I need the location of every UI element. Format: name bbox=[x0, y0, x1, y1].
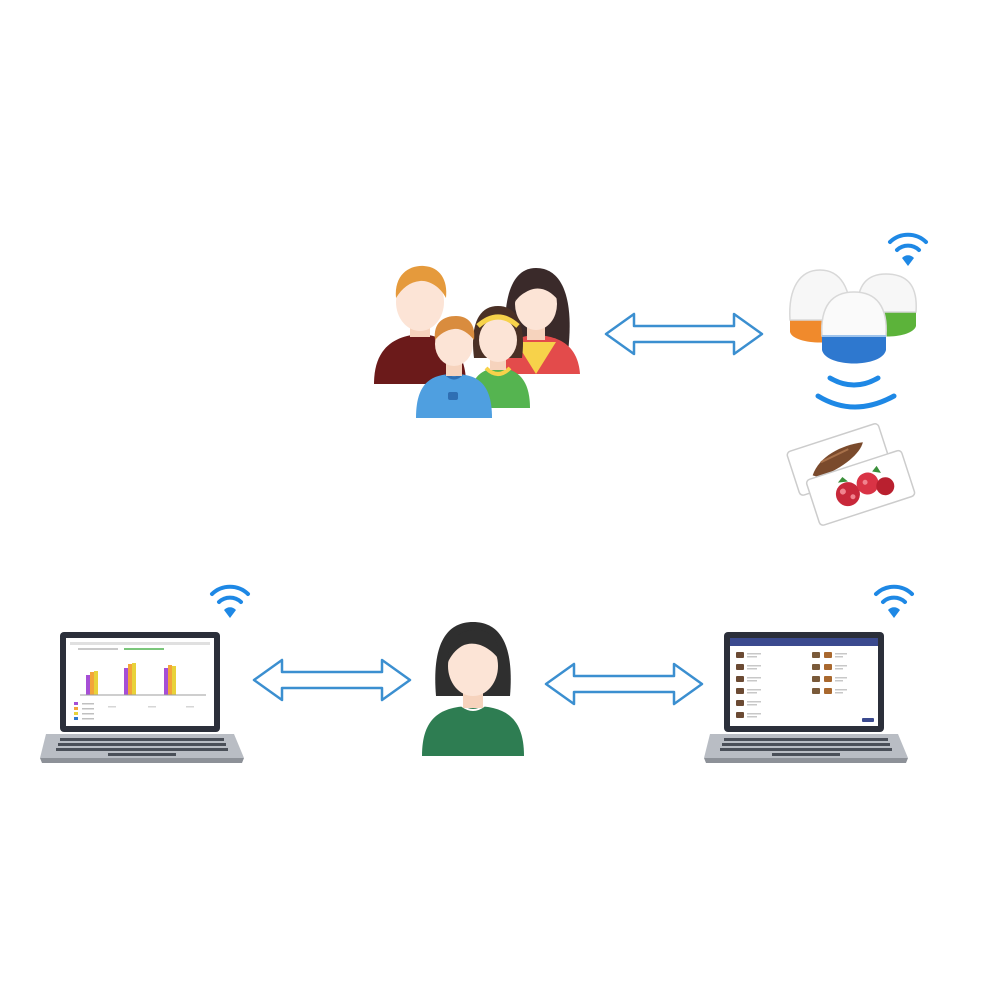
arrow-family-to-objects bbox=[604, 310, 764, 358]
arrow-laptop-to-therapist bbox=[252, 656, 412, 704]
screen-card-grid bbox=[736, 652, 874, 722]
family-group-icon bbox=[374, 265, 580, 418]
card-front bbox=[805, 449, 916, 526]
smart-objects-node bbox=[786, 226, 928, 416]
signal-waves-icon bbox=[815, 375, 897, 410]
wifi-icon bbox=[888, 232, 928, 266]
boy-figure bbox=[416, 316, 492, 418]
woman-avatar-icon bbox=[422, 622, 524, 756]
double-arrow-icon bbox=[604, 312, 764, 356]
smart-eggs-icon bbox=[789, 232, 928, 410]
wifi-icon bbox=[210, 584, 250, 618]
egg-blue bbox=[821, 291, 887, 364]
keyboard bbox=[720, 738, 892, 756]
cards-laptop-node bbox=[702, 582, 914, 768]
analytics-laptop-node bbox=[38, 582, 250, 768]
double-arrow-icon bbox=[544, 662, 704, 706]
mother-figure bbox=[494, 268, 580, 374]
keyboard bbox=[56, 738, 228, 756]
wifi-icon bbox=[874, 584, 914, 618]
laptop-chart-icon bbox=[40, 584, 250, 763]
picture-cards-node bbox=[780, 423, 920, 526]
arrow-therapist-to-laptop bbox=[544, 660, 704, 708]
screen-bar-chart bbox=[80, 663, 206, 696]
picture-cards-icon bbox=[786, 423, 916, 526]
family-group-node bbox=[370, 262, 590, 422]
therapist-node bbox=[418, 618, 528, 758]
girl-figure bbox=[468, 306, 530, 408]
double-arrow-icon bbox=[252, 658, 412, 702]
laptop-grid-icon bbox=[704, 584, 914, 763]
